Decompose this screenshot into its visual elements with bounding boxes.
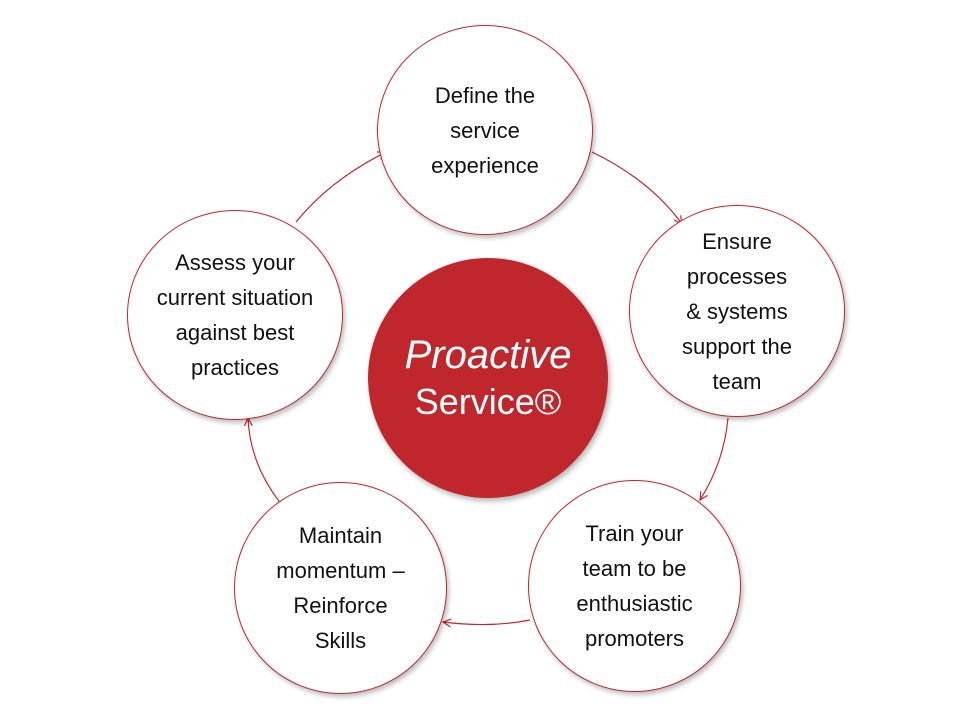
node-label: Assess your current situation against be… [156, 250, 314, 380]
node-label: Ensure processes & systems support the t… [681, 228, 793, 394]
arrow-ensure-to-train [700, 417, 729, 500]
arrow-maintain-to-assess [248, 418, 283, 506]
center-circle: Proactive Service® [368, 258, 608, 498]
arrow-assess-to-define [295, 152, 386, 223]
arrow-define-to-ensure [591, 151, 682, 224]
center-title: Proactive [404, 333, 572, 377]
node-ensure-processes-systems: Ensure processes & systems support the t… [629, 205, 845, 417]
node-label: Train your team to be enthusiastic promo… [576, 521, 693, 651]
node-maintain-momentum: Maintain momentum – Reinforce Skills [234, 482, 447, 694]
node-label: Maintain momentum – Reinforce Skills [276, 523, 405, 653]
node-label: Define the service experience [431, 82, 539, 178]
node-assess-current-situation: Assess your current situation against be… [127, 210, 343, 420]
node-train-your-team: Train your team to be enthusiastic promo… [528, 480, 741, 692]
arrow-train-to-maintain [443, 620, 531, 625]
node-define-service-experience: Define the service experience [377, 25, 593, 235]
center-subtitle: Service® [414, 381, 562, 422]
